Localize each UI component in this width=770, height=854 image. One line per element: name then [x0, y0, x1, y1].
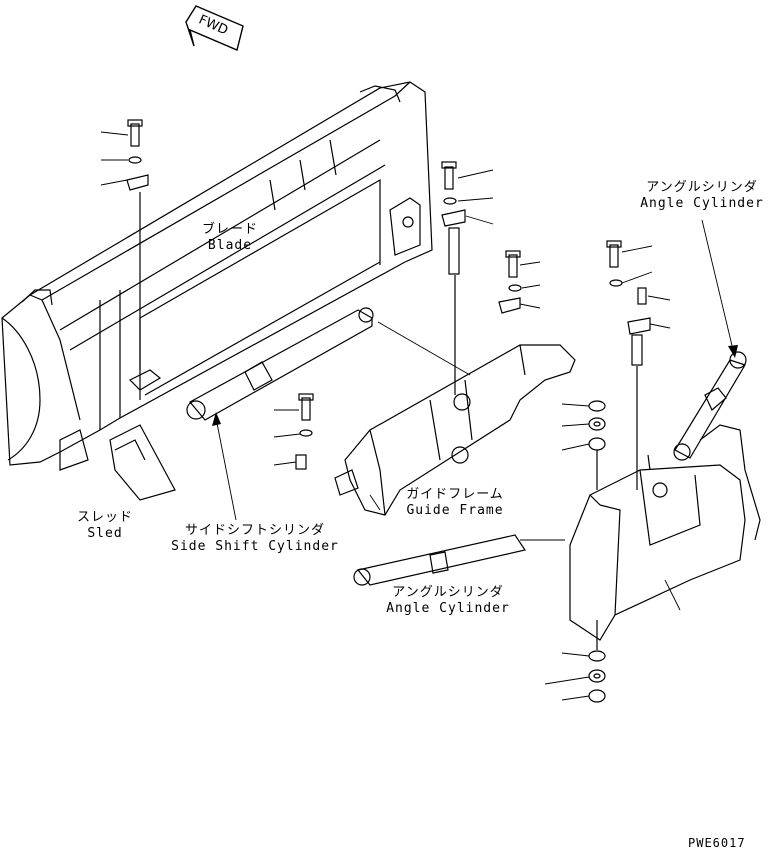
bolt-stack-cylinder: [295, 393, 314, 470]
blade-drawing: [1, 81, 433, 501]
side-shift-arrow-icon: [212, 412, 221, 426]
guide-frame-drawing: [334, 344, 576, 516]
bolt-stack-right: [606, 240, 651, 490]
washer-stack-upper: [588, 400, 606, 490]
guide-frame-label-jp: ガイドフレーム: [406, 487, 504, 502]
guide-frame-label-en: Guide Frame: [406, 503, 504, 518]
mount-bracket-drawing: [569, 424, 761, 641]
angle-cylinder-lower-drawing: [353, 534, 526, 586]
figure-code: PWE6017: [688, 836, 746, 850]
sled-label-en: Sled: [87, 526, 123, 541]
blade-label-en: Blade: [207, 238, 253, 253]
side-shift-cylinder-drawing: [186, 307, 374, 421]
angle-cylinder-upper-label: アングルシリンダ Angle Cylinder: [637, 180, 767, 212]
angle-cylinder-lower-label-jp: アングルシリンダ: [392, 585, 504, 600]
angle-cylinder-upper-drawing: [673, 351, 747, 461]
bolt-stack-guide: [498, 250, 522, 314]
blade-label: ブレード Blade: [185, 222, 275, 254]
bolt-stack-mid: [441, 161, 466, 395]
sled-label-jp: スレッド: [76, 510, 133, 525]
side-shift-cylinder-label: サイドシフトシリンダ Side Shift Cylinder: [170, 523, 340, 555]
angle-cylinder-lower-label: アングルシリンダ Angle Cylinder: [383, 585, 513, 617]
angle-cylinder-lower-label-en: Angle Cylinder: [386, 601, 510, 616]
angle-cylinder-upper-label-en: Angle Cylinder: [640, 196, 764, 211]
side-shift-cylinder-label-jp: サイドシフトシリンダ: [184, 523, 325, 538]
angle-cylinder-arrow-icon: [728, 345, 738, 358]
side-shift-cylinder-label-en: Side Shift Cylinder: [171, 539, 339, 554]
leader-lines: [100, 131, 735, 701]
bolt-stack-left: [126, 119, 149, 370]
sled-label: スレッド Sled: [60, 510, 150, 542]
fwd-arrow-icon: [185, 5, 244, 51]
angle-cylinder-upper-label-jp: アングルシリンダ: [646, 180, 758, 195]
guide-frame-label: ガイドフレーム Guide Frame: [395, 487, 515, 519]
blade-label-jp: ブレード: [201, 222, 258, 237]
washer-stack-lower: [588, 620, 606, 703]
